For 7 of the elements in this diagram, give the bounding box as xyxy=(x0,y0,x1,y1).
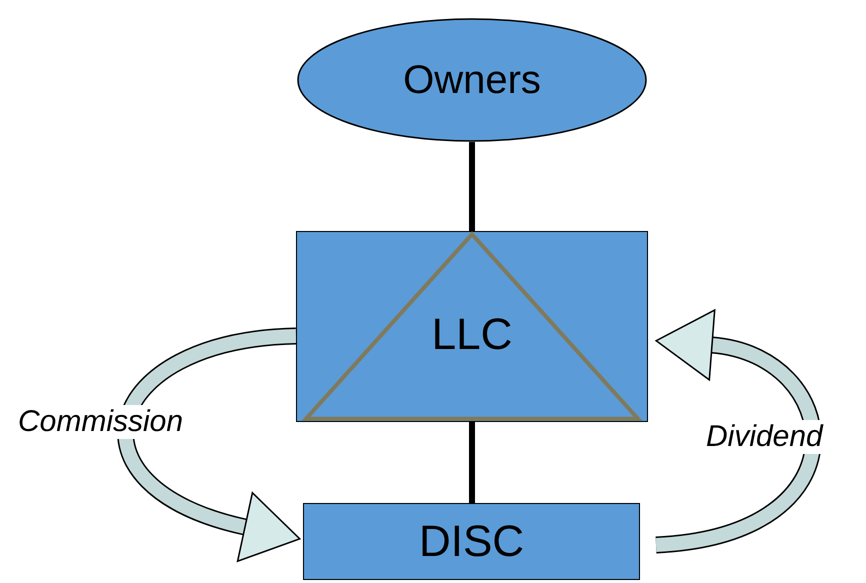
node-label: DISC xyxy=(418,516,524,566)
connector-line xyxy=(469,142,475,231)
node-label: Owners xyxy=(403,58,541,102)
node-label: LLC xyxy=(432,310,512,360)
process-box xyxy=(303,503,640,580)
connector-line xyxy=(469,422,475,503)
edge-label: Dividend xyxy=(704,420,825,454)
